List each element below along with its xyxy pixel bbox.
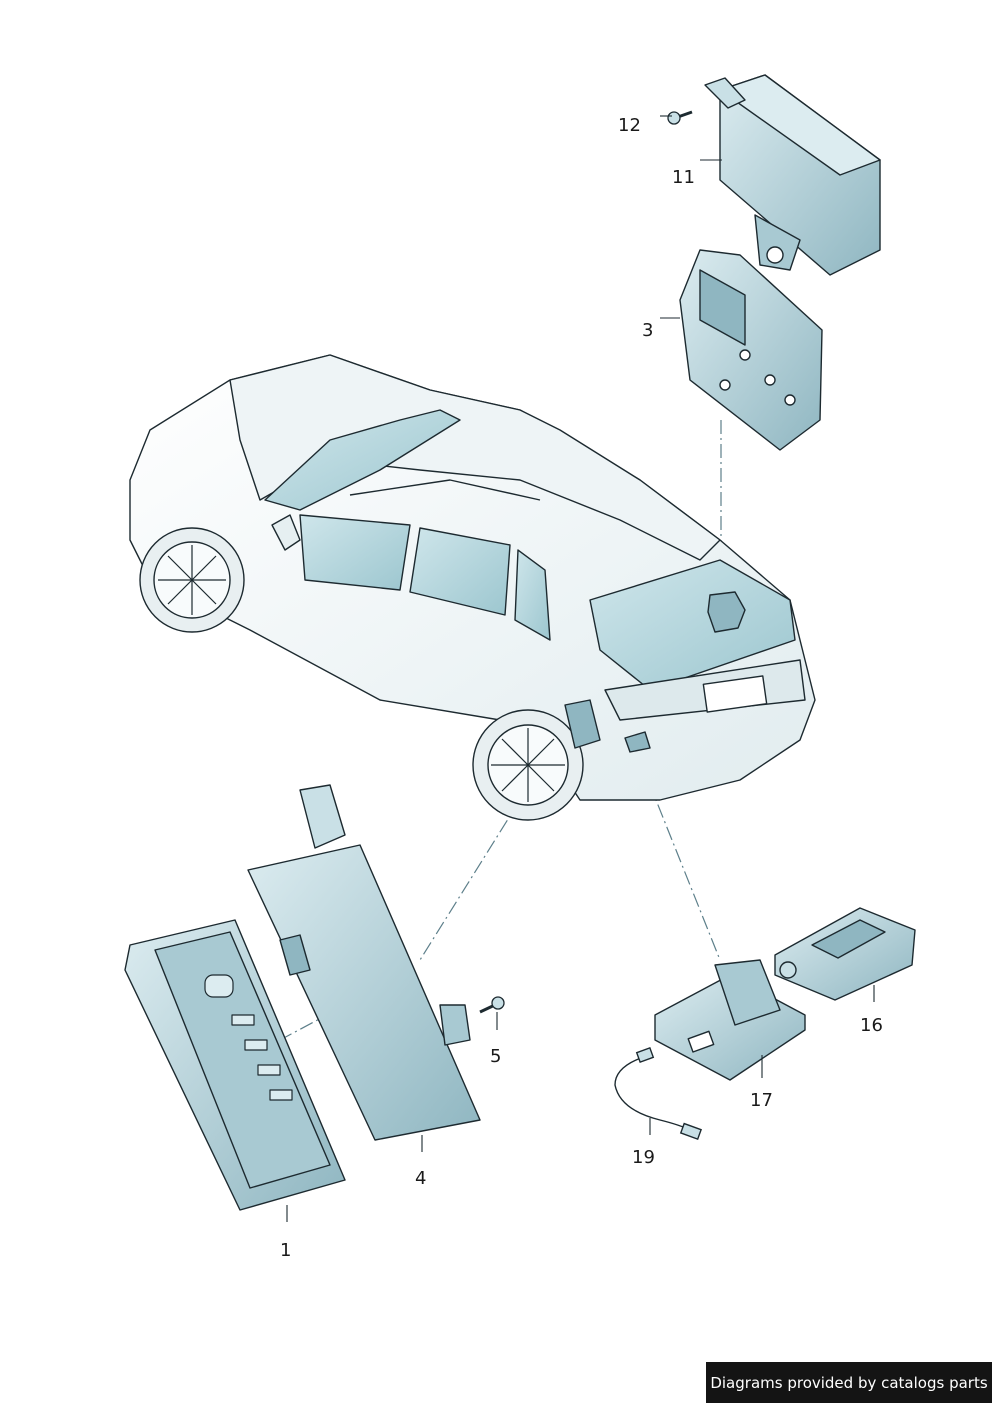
part-19-cable [614, 1047, 703, 1141]
callout-16: 16 [860, 1015, 883, 1036]
part-11-module [704, 74, 881, 276]
callout-11: 11 [672, 167, 695, 188]
callout-17: 17 [750, 1090, 773, 1111]
part-4-unit [247, 784, 481, 1141]
part-17-module [654, 959, 806, 1081]
credit-banner: Diagrams provided by catalogs parts [706, 1362, 992, 1403]
callout-19: 19 [632, 1147, 655, 1168]
part-3-control-unit [679, 249, 823, 451]
part-1-unit [124, 919, 346, 1211]
car-illustration [129, 354, 816, 821]
callout-4: 4 [415, 1168, 427, 1189]
callout-5: 5 [490, 1046, 502, 1067]
callout-ticks [286, 115, 875, 1222]
callout-3: 3 [642, 320, 654, 341]
callout-12: 12 [618, 115, 641, 136]
credit-text: Diagrams provided by catalogs parts [710, 1373, 988, 1392]
part-16-module [774, 907, 916, 1001]
part-5-screw [479, 996, 505, 1014]
callout-1: 1 [280, 1240, 292, 1261]
part-12-screw [667, 110, 693, 125]
